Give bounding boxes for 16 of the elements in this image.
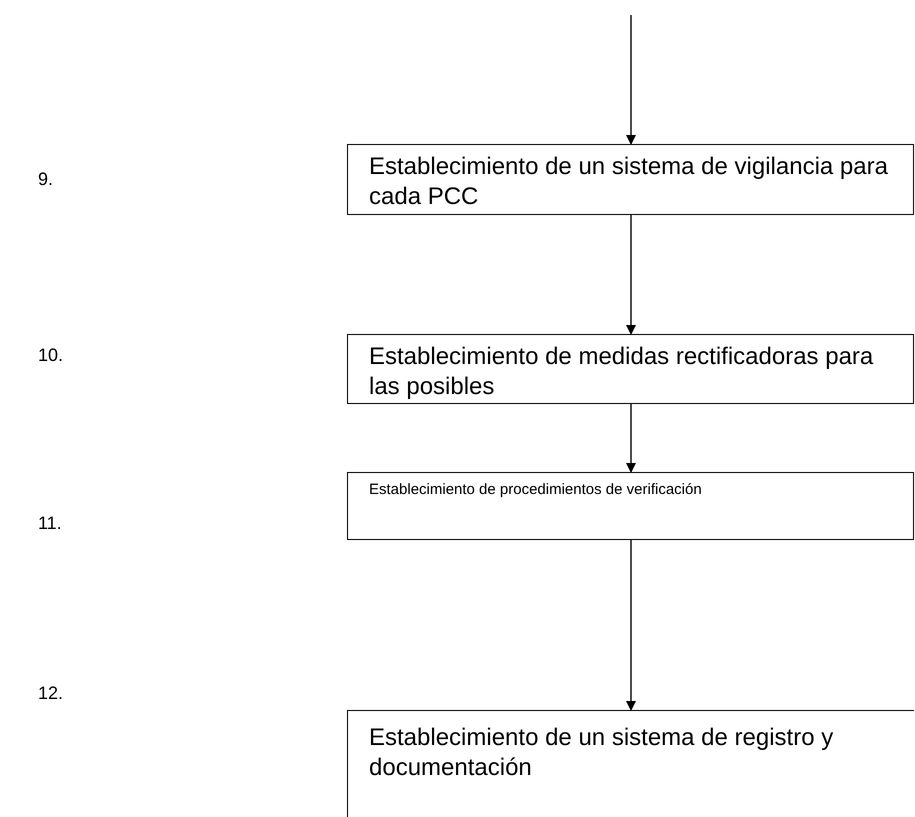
arrow bbox=[626, 404, 636, 473]
step-text: Establecimiento de un sistema de vigilancia para cada PCC bbox=[369, 152, 889, 212]
process-box bbox=[347, 144, 914, 215]
arrow bbox=[626, 15, 636, 145]
step-text: Establecimiento de medidas rectificadoras para las posibles bbox=[369, 342, 874, 402]
arrow bbox=[626, 215, 636, 335]
process-box bbox=[347, 710, 914, 817]
step-number: 12. bbox=[38, 682, 64, 705]
step-number: 11. bbox=[38, 512, 62, 535]
arrow bbox=[626, 540, 636, 711]
step-number: 9. bbox=[38, 168, 54, 191]
step-text: Establecimiento de procedimientos de verificación bbox=[369, 480, 703, 500]
process-box bbox=[347, 472, 914, 540]
step-number: 10. bbox=[38, 344, 64, 367]
process-box bbox=[347, 334, 914, 404]
step-text: Establecimiento de un sistema de registro y documentación bbox=[369, 723, 834, 783]
